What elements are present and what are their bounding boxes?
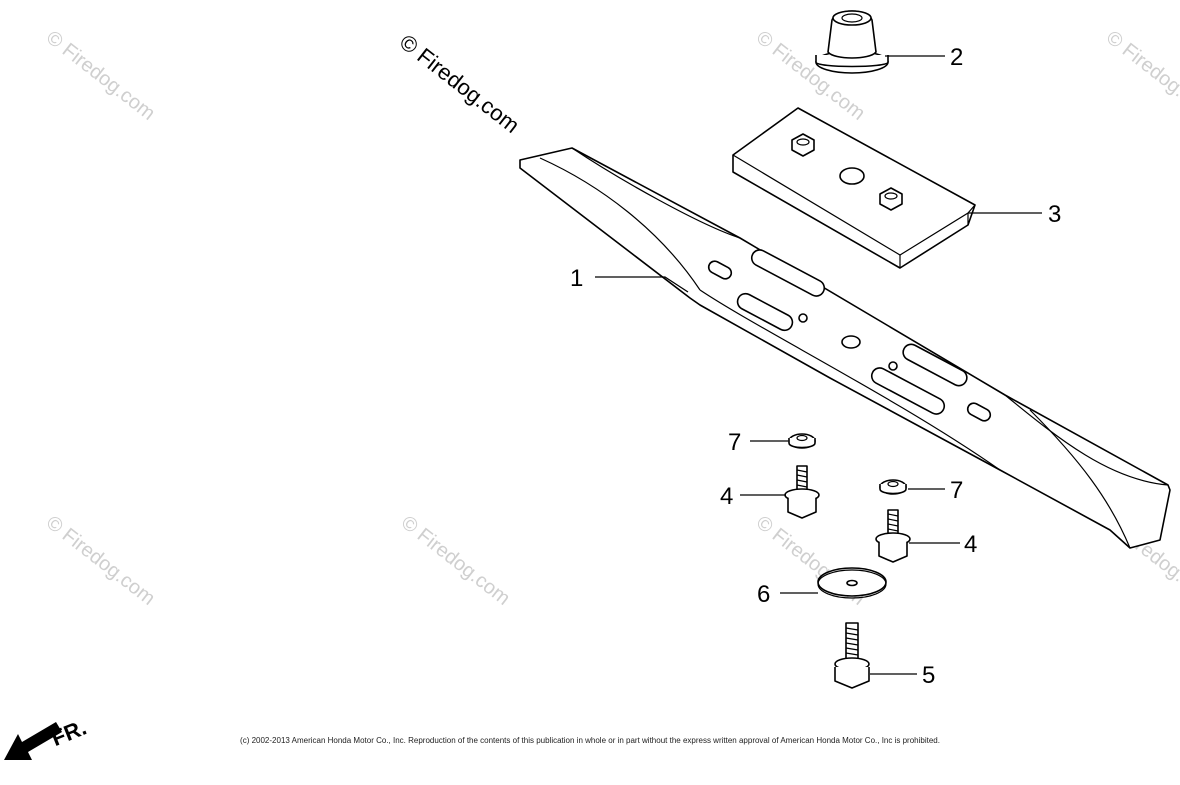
callout-5: 5	[922, 662, 935, 689]
watermark-faint: © Firedog.com	[1102, 27, 1180, 125]
washer-7-left	[788, 433, 816, 449]
washer-plate-6	[817, 567, 887, 599]
bolt-4-right	[875, 509, 911, 563]
callout-4-right: 4	[964, 531, 977, 558]
bracket-part	[732, 107, 976, 269]
bolt-5	[834, 622, 870, 689]
callout-7-left: 7	[728, 429, 741, 456]
callout-7-right: 7	[950, 477, 963, 504]
watermark-faint: © Firedog.com	[397, 512, 514, 610]
callout-6: 6	[757, 581, 770, 608]
watermark-primary: © Firedog.com	[395, 29, 524, 138]
callout-4-left: 4	[720, 483, 733, 510]
callouts: 1 2 3 7 4 7 4 6 5	[570, 44, 1061, 689]
callout-3: 3	[1048, 201, 1061, 228]
watermark-faint: © Firedog.com	[42, 27, 159, 125]
collar-part	[815, 10, 889, 74]
blade-part	[519, 147, 1171, 549]
leader-lines	[595, 55, 1042, 675]
callout-1: 1	[570, 265, 583, 292]
watermark-faint: © Firedog.com	[42, 512, 159, 610]
front-label: FR.	[48, 715, 90, 751]
callout-2: 2	[950, 44, 963, 71]
watermark-faint-group: © Firedog.com © Firedog.com © Firedog.co…	[42, 27, 1180, 610]
bolt-4-left	[784, 465, 820, 519]
washer-7-right	[879, 479, 907, 495]
copyright-notice: (c) 2002-2013 American Honda Motor Co., …	[240, 736, 940, 745]
front-arrow-icon	[4, 722, 62, 760]
